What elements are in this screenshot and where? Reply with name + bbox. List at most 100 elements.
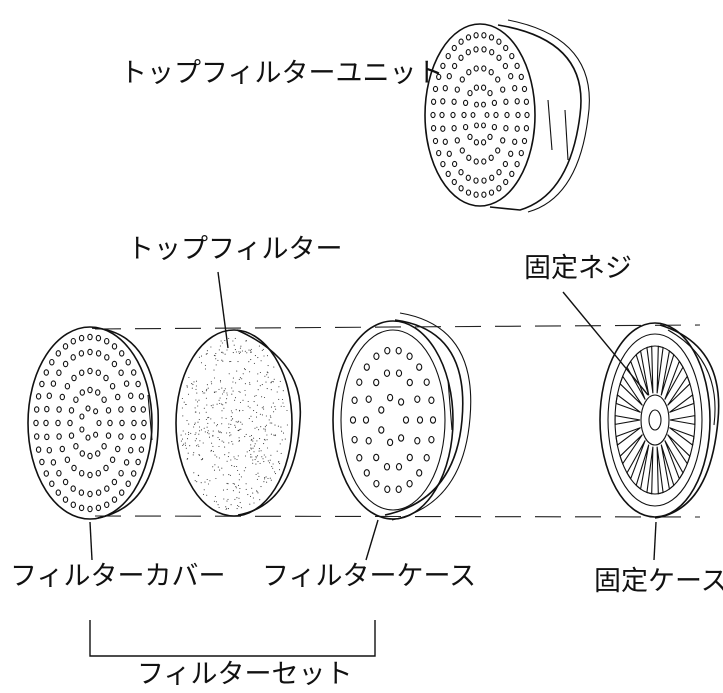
vent-hole (459, 147, 465, 154)
foam-speckle (251, 438, 253, 440)
foam-speckle (195, 445, 198, 447)
foam-speckle (238, 420, 240, 422)
foam-speckle (218, 457, 220, 459)
vent-hole (451, 160, 458, 168)
vent-hole (62, 360, 69, 368)
vent-hole (78, 334, 85, 342)
vent-hole (440, 98, 446, 105)
vent-hole (451, 98, 457, 105)
foam-speckle (238, 352, 240, 354)
vent-hole (44, 405, 50, 413)
vent-hole (481, 101, 486, 108)
vent-hole (429, 416, 437, 424)
foam-speckle (241, 350, 243, 352)
foam-speckle (252, 459, 254, 461)
rib-spoke (660, 349, 675, 396)
vent-hole (95, 469, 102, 477)
vent-hole (127, 446, 134, 454)
vent-hole (378, 406, 385, 414)
rib-spoke (664, 440, 684, 480)
foam-speckle (207, 430, 209, 432)
vent-hole (111, 360, 118, 368)
foam-speckle (245, 433, 247, 435)
foam-speckle (203, 427, 205, 429)
foam-speckle (217, 359, 219, 361)
foam-speckle (231, 412, 233, 414)
vent-hole (71, 464, 77, 472)
foam-speckle (278, 386, 280, 388)
foam-speckle (198, 445, 200, 447)
vent-hole (423, 454, 430, 462)
foam-speckle (244, 394, 246, 396)
foam-speckle (259, 462, 261, 464)
foam-speckle (248, 450, 251, 452)
foam-speckle (232, 490, 234, 492)
foam-speckle (276, 391, 278, 393)
foam-speckle (267, 460, 269, 462)
vent-hole (96, 419, 102, 427)
foam-speckle (235, 487, 237, 489)
foam-speckle (230, 416, 232, 418)
vent-hole (458, 54, 464, 61)
vent-hole (496, 38, 502, 45)
top-filter-illustration (175, 329, 302, 517)
foam-speckle (254, 459, 256, 461)
foam-speckle (250, 448, 252, 450)
foam-speckle (229, 435, 231, 437)
foam-speckle (206, 350, 208, 352)
rib-spoke (667, 375, 691, 406)
vent-hole (93, 431, 99, 438)
foam-speckle (227, 456, 229, 458)
foam-speckle (252, 497, 254, 499)
vent-hole (349, 416, 357, 424)
foam-speckle (195, 438, 197, 440)
foam-speckle (225, 417, 227, 419)
vent-hole (436, 73, 442, 81)
foam-speckle (198, 356, 200, 358)
vent-hole (93, 408, 99, 415)
foam-speckle (186, 458, 188, 460)
foam-speckle (181, 407, 183, 409)
foam-speckle (230, 360, 232, 363)
foam-speckle (196, 481, 198, 483)
vent-hole (406, 352, 413, 361)
vent-hole (87, 452, 93, 460)
vent-hole (440, 160, 446, 168)
vent-hole (481, 177, 487, 184)
vent-hole (481, 158, 487, 165)
vent-hole (123, 380, 130, 387)
foam-speckle (226, 500, 228, 502)
vent-hole (43, 419, 49, 427)
foam-speckle (265, 381, 267, 383)
foam-speckle (217, 436, 219, 439)
vent-hole (518, 73, 524, 81)
foam-speckle (218, 439, 220, 441)
foam-speckle (193, 381, 195, 383)
foam-speckle (259, 385, 261, 387)
vent-hole (514, 98, 520, 105)
foam-speckle (284, 438, 286, 440)
vent-hole (436, 149, 442, 157)
vent-hole (107, 419, 113, 427)
foam-speckle (246, 451, 248, 453)
foam-speckle (242, 373, 244, 375)
foam-speckle (215, 391, 217, 393)
foam-speckle (236, 497, 238, 499)
foam-speckle (216, 403, 218, 405)
foam-speckle (256, 490, 258, 492)
vent-hole (496, 169, 502, 176)
foam-speckle (224, 353, 226, 355)
vent-hole (87, 367, 93, 375)
foam-speckle (185, 433, 187, 435)
vent-hole (514, 160, 520, 168)
foam-speckle (281, 439, 283, 441)
vent-hole (73, 443, 79, 450)
vent-hole (56, 433, 62, 440)
vent-hole (461, 111, 467, 119)
foam-speckle (198, 418, 200, 421)
vent-hole (68, 407, 75, 414)
label-filter-case: フィルターケース (262, 561, 476, 592)
foam-speckle (259, 438, 261, 440)
vent-hole (70, 501, 77, 509)
